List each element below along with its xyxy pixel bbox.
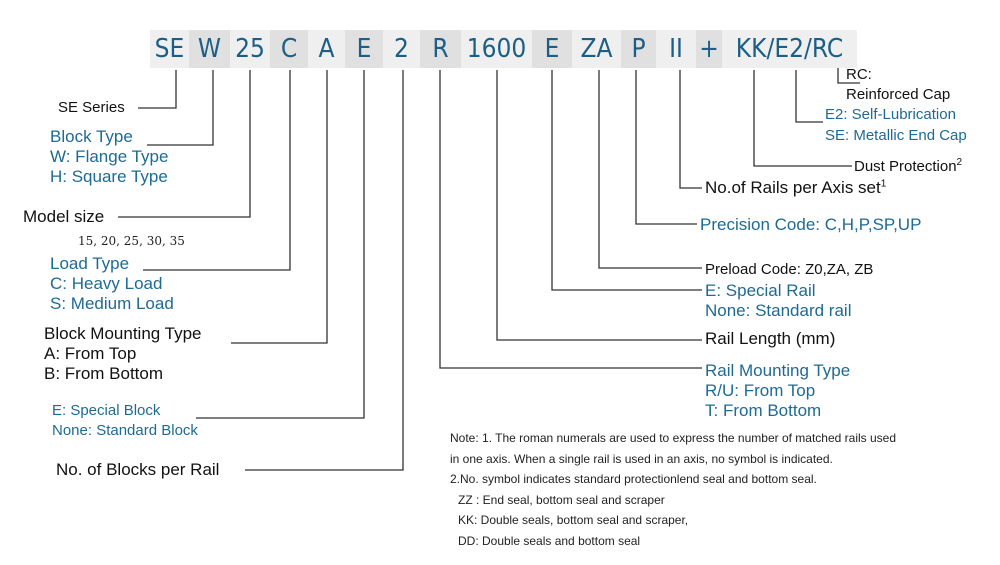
dust-text: Dust Protection: [854, 158, 957, 175]
label-blocks-per-rail: No. of Blocks per Rail: [56, 460, 220, 479]
note-line: ZZ : End seal, bottom seal and scraper: [458, 492, 665, 507]
note-line: in one axis. When a single rail is used …: [450, 451, 833, 466]
label-rc-desc: Reinforced Cap: [846, 86, 951, 103]
code-rail-mounting: R: [420, 30, 461, 68]
code-block-special: E: [345, 30, 383, 68]
label-rail-length: Rail Length (mm): [705, 329, 836, 348]
code-series: SE: [150, 30, 189, 68]
rails-text: No.of Rails per Axis set: [705, 178, 881, 197]
label-block-mounting: Block Mounting Type: [44, 324, 202, 343]
code-options: KK/E2/RC: [722, 30, 857, 68]
label-model-size: Model size: [23, 207, 105, 226]
code-rail-length: 1600: [461, 30, 532, 68]
label-block-special-e: E: Special Block: [52, 402, 161, 419]
label-load-type: Load Type: [50, 254, 130, 273]
code-rails-per-axis: II: [656, 30, 696, 68]
label-load-type-c: C: Heavy Load: [50, 274, 163, 293]
note-line: KK: Double seals, bottom seal and scrape…: [458, 513, 689, 527]
label-se-series: SE Series: [58, 99, 125, 116]
label-dust-protection: Dust Protection2: [854, 157, 962, 177]
label-preload: Preload Code: Z0,ZA, ZB: [705, 261, 874, 278]
label-se-cap: SE: Metallic End Cap: [825, 127, 967, 144]
label-rail-mounting-t: T: From Bottom: [705, 401, 822, 420]
label-block-mounting-b: B: From Bottom: [44, 364, 164, 383]
label-e2: E2: Self-Lubrication: [825, 106, 956, 123]
code-block-mounting: A: [308, 30, 345, 68]
label-rail-mounting: Rail Mounting Type: [705, 361, 851, 380]
label-rails-per-axis: No.of Rails per Axis set1: [705, 178, 886, 198]
code-model-size: 25: [230, 30, 270, 68]
note-line: Note: 1. The roman numerals are used to …: [450, 431, 897, 445]
code-plus: +: [696, 30, 722, 68]
code-load-type: C: [270, 30, 308, 68]
label-model-size-values: 15, 20, 25, 30, 35: [78, 234, 185, 248]
label-precision: Precision Code: C,H,P,SP,UP: [700, 215, 922, 234]
code-precision: P: [621, 30, 656, 68]
label-block-type-h: H: Square Type: [50, 167, 168, 186]
dust-sup: 2: [956, 157, 963, 168]
code-preload: ZA: [572, 30, 621, 68]
label-load-type-s: S: Medium Load: [50, 294, 174, 313]
label-block-type-w: W: Flange Type: [50, 147, 169, 166]
label-rail-special-none: None: Standard rail: [705, 301, 852, 320]
label-block-special-none: None: Standard Block: [52, 422, 198, 439]
label-rail-mounting-ru: R/U: From Top: [705, 381, 816, 400]
note-line: DD: Double seals and bottom seal: [458, 533, 641, 548]
code-block-type: W: [189, 30, 230, 68]
label-rail-special-e: E: Special Rail: [705, 281, 816, 300]
label-rc: RC:: [846, 66, 872, 83]
notes: Note: 1. The roman numerals are used to …: [450, 428, 896, 551]
rails-sup: 1: [880, 178, 887, 190]
label-block-mounting-a: A: From Top: [44, 344, 137, 363]
note-line: 2.No. symbol indicates standard protecti…: [450, 472, 817, 486]
label-block-type: Block Type: [50, 127, 133, 146]
code-blocks-per-rail: 2: [383, 30, 420, 68]
code-rail-special: E: [532, 30, 572, 68]
